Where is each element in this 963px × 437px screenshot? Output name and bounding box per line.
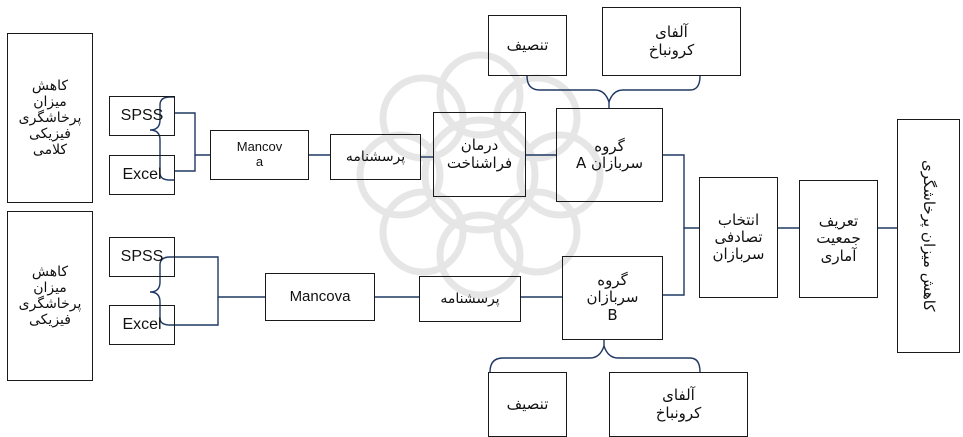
title-box: کاهش میزان پرخاشگری <box>897 119 960 353</box>
questionnaire-box-bottom: پرسشنامه <box>419 276 521 322</box>
split-half-box-bottom: تنصیف <box>488 372 567 437</box>
spss-top-label: SPSS <box>120 106 164 124</box>
mancova-top-label: Mancov a <box>236 139 283 169</box>
split-half-box-top: تنصیف <box>488 15 567 76</box>
questionnaire-bottom-label: پرسشنامه <box>440 290 500 307</box>
spss-box-top: SPSS <box>109 96 175 136</box>
cronbach-alpha-top-label: آلفای کرونباخ <box>648 23 695 59</box>
spss-bottom-label: SPSS <box>120 247 164 265</box>
random-selection-label: انتخاب تصادفی سربازان <box>712 210 765 264</box>
excel-box-bottom: Excel <box>109 305 175 345</box>
mancova-box-top: Mancov a <box>210 130 309 180</box>
outcome-top-label: کاهش میزان پرخاشگری فیزیکی کلامی <box>18 77 82 159</box>
questionnaire-box-top: پرسشنامه <box>330 134 421 180</box>
group-b-box: گروه سربازان B <box>562 256 663 340</box>
split-half-top-label: تنصیف <box>506 35 549 54</box>
spss-box-bottom: SPSS <box>109 237 175 277</box>
outcome-box-top: کاهش میزان پرخاشگری فیزیکی کلامی <box>7 33 93 203</box>
mancova-box-bottom: Mancova <box>265 273 375 321</box>
population-label: تعریف جمعیت آماری <box>816 212 861 265</box>
group-b-label: گروه سربازان B <box>586 271 639 324</box>
excel-box-top: Excel <box>109 155 175 195</box>
treatment-box: درمان فراشناخت <box>433 112 526 197</box>
cronbach-alpha-box-bottom: آلفای کرونباخ <box>609 372 748 437</box>
group-a-box: گروه سربازان A <box>556 108 663 202</box>
group-a-label: گروه سربازان A <box>575 136 644 172</box>
excel-bottom-label: Excel <box>122 315 162 333</box>
questionnaire-top-label: پرسشنامه <box>345 148 406 165</box>
outcome-box-bottom: کاهش میزان پرخاشگری فیزیکی <box>7 211 93 381</box>
cronbach-alpha-bottom-label: آلفای کرونباخ <box>655 386 702 422</box>
treatment-label: درمان فراشناخت <box>446 136 513 172</box>
title-vertical-label: کاهش میزان پرخاشگری <box>920 160 939 312</box>
cronbach-alpha-box-top: آلفای کرونباخ <box>602 7 741 76</box>
mancova-bottom-label: Mancova <box>289 288 351 306</box>
random-selection-box: انتخاب تصادفی سربازان <box>699 177 778 298</box>
population-box: تعریف جمعیت آماری <box>799 180 878 298</box>
outcome-bottom-label: کاهش میزان پرخاشگری فیزیکی <box>18 263 82 329</box>
split-half-bottom-label: تنصیف <box>506 394 549 413</box>
excel-top-label: Excel <box>122 165 162 183</box>
